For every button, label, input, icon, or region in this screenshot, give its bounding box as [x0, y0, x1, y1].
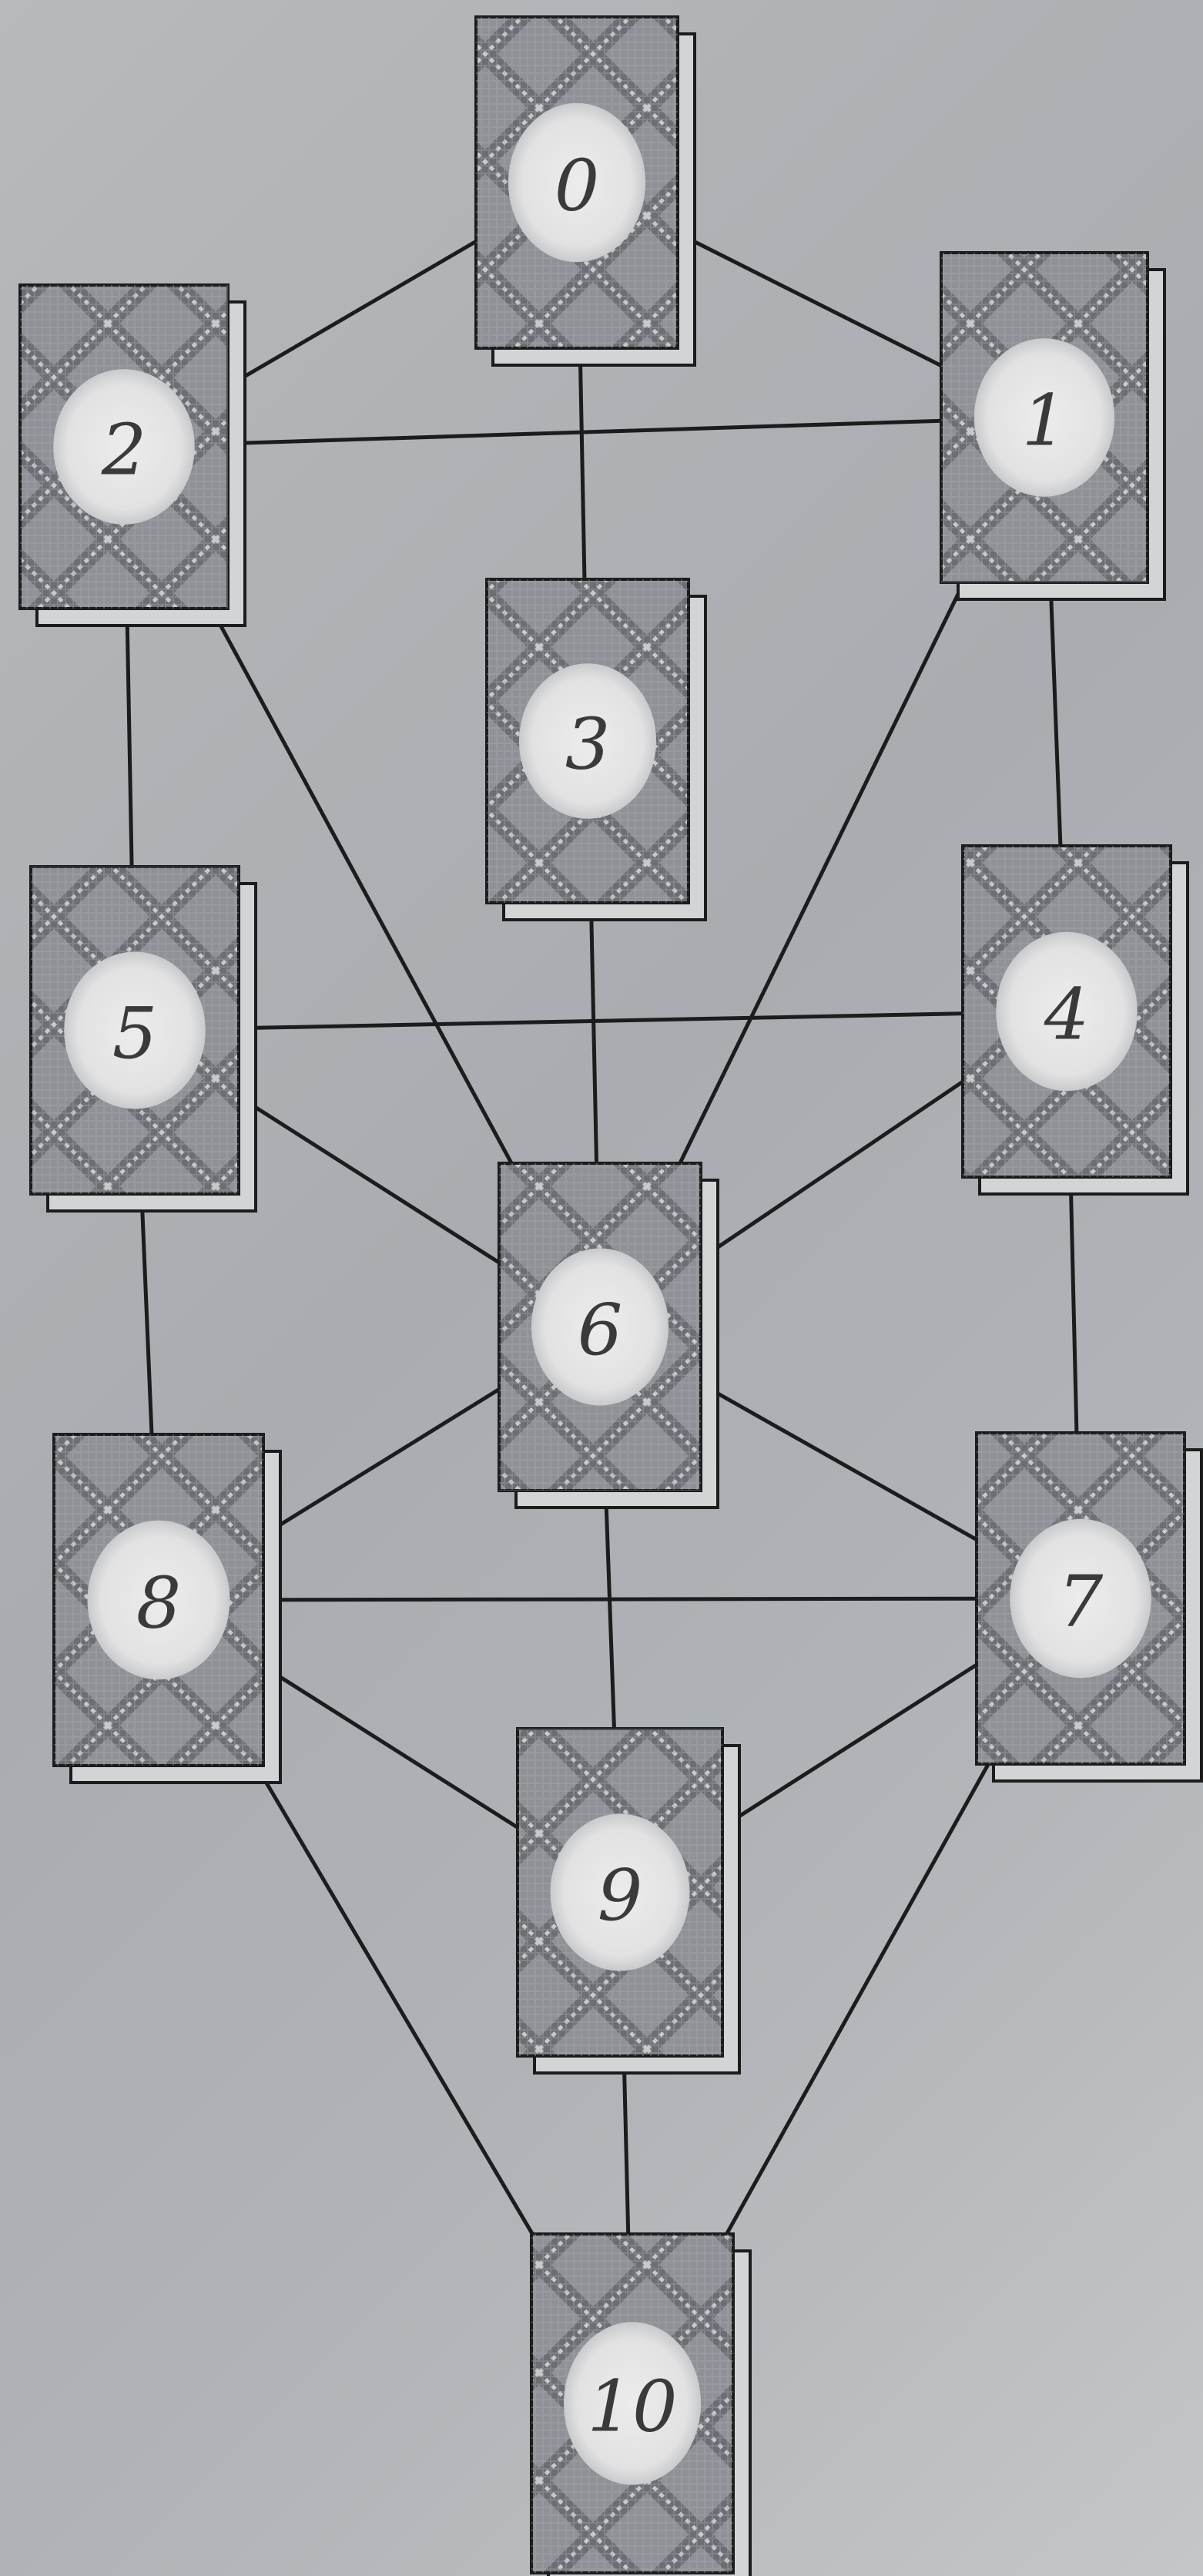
card-number-5: 5: [112, 992, 158, 1075]
card-9: 9: [518, 1729, 739, 2073]
edge-2-1: [124, 418, 1044, 447]
edge-8-7: [159, 1598, 1081, 1600]
card-3: 3: [487, 579, 705, 920]
card-number-2: 2: [101, 409, 147, 491]
card-5: 5: [31, 867, 256, 1211]
card-2: 2: [20, 285, 245, 626]
card-number-9: 9: [598, 1854, 643, 1937]
card-number-1: 1: [1022, 380, 1067, 462]
card-4: 4: [963, 846, 1188, 1194]
card-number-6: 6: [578, 1289, 623, 1371]
card-number-8: 8: [136, 1562, 182, 1645]
card-number-3: 3: [565, 703, 611, 786]
card-number-0: 0: [555, 145, 600, 227]
card-8: 8: [54, 1434, 280, 1783]
cards: 0 1 2 3 4 5 6 7 8 9 10: [20, 17, 1201, 2576]
card-7: 7: [977, 1433, 1201, 1781]
card-number-4: 4: [1044, 974, 1090, 1056]
card-6: 6: [499, 1163, 718, 1508]
card-1: 1: [941, 253, 1164, 599]
card-number-10: 10: [587, 2366, 677, 2448]
card-0: 0: [476, 17, 695, 365]
card-number-7: 7: [1058, 1561, 1104, 1643]
edge-5-4: [135, 1011, 1067, 1031]
card-10: 10: [531, 2234, 750, 2576]
